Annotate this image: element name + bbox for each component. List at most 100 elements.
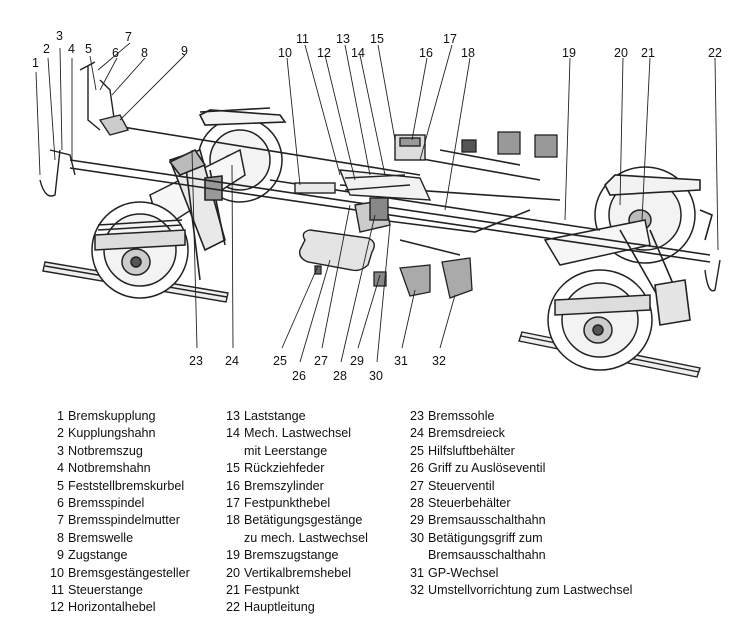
callout-5: 5 — [85, 42, 92, 56]
callout-9: 9 — [181, 44, 188, 58]
callout-7: 7 — [125, 30, 132, 44]
legend-item: 9 Zugstange — [46, 547, 190, 564]
legend-item-number: 26 — [409, 461, 424, 476]
legend-item: 30 Betätigungsgriff zum — [406, 530, 632, 547]
legend-item-number: 2 — [56, 426, 64, 441]
callout-19: 19 — [562, 46, 576, 60]
callout-18: 18 — [461, 46, 475, 60]
callout-17: 17 — [443, 32, 457, 46]
callout-20: 20 — [614, 46, 628, 60]
legend-item-number: 31 — [409, 565, 424, 580]
callout-13: 13 — [336, 32, 350, 46]
legend-item: 1 Bremskupplung — [46, 408, 190, 425]
legend-item-number: 21 — [225, 583, 240, 598]
legend-item-text: Horizontalhebel — [68, 600, 156, 615]
callout-4: 4 — [68, 42, 75, 56]
callout-21: 21 — [641, 46, 655, 60]
callout-25: 25 — [273, 354, 287, 368]
legend-item: 11 Steuerstange — [46, 582, 190, 599]
legend-item-text: Bremsspindelmutter — [68, 513, 180, 528]
callout-22: 22 — [708, 46, 722, 60]
legend-item: 17 Festpunkthebel — [222, 495, 368, 512]
callout-24: 24 — [225, 354, 239, 368]
legend-item-number: 19 — [225, 548, 240, 563]
callout-28: 28 — [333, 369, 347, 383]
callout-3: 3 — [56, 29, 63, 43]
legend-item-text: Laststange — [244, 409, 306, 423]
legend-item-text: Bremsausschalthahn — [428, 548, 546, 563]
callout-31: 31 — [394, 354, 408, 368]
legend-item-number: 30 — [409, 530, 424, 545]
legend-item-text: Bremsausschalthahn — [428, 513, 546, 528]
left-wheelset — [91, 117, 283, 299]
legend-item: mit Leerstange — [222, 443, 368, 460]
callout-11: 11 — [296, 32, 309, 46]
legend-item-number: 32 — [409, 583, 424, 598]
callout-15: 15 — [370, 32, 384, 46]
callout-32: 32 — [432, 354, 446, 368]
legend-item-text: Betätigungsgriff zum — [428, 530, 543, 545]
brake-cylinder-group — [294, 134, 432, 233]
legend-item: 16 Bremszylinder — [222, 478, 368, 495]
legend-item-text: Steuerbehälter — [428, 496, 511, 511]
callout-8: 8 — [141, 46, 148, 60]
callout-16: 16 — [419, 46, 433, 60]
legend-item-text: Bremszylinder — [244, 478, 324, 493]
legend-item-text: Festpunkthebel — [244, 496, 331, 511]
legend-item-number: 15 — [225, 461, 240, 476]
legend-item-text: Bremszugstange — [244, 548, 339, 563]
callout-2: 2 — [43, 42, 50, 56]
left-brake-rigging — [168, 107, 287, 281]
legend-item-number: 8 — [56, 530, 64, 545]
legend-item-text: Hauptleitung — [244, 600, 315, 615]
callout-12: 12 — [317, 46, 331, 60]
callout-leaders — [35, 42, 719, 363]
legend-item-number: 16 — [225, 478, 240, 493]
legend-item-number: 11 — [50, 583, 64, 598]
legend-item-text: Griff zu Auslöseventil — [428, 461, 546, 476]
callout-23: 23 — [189, 354, 203, 368]
legend-item-text: Umstellvorrichtung zum Lastwechsel — [428, 583, 633, 598]
brake-system-drawing: 1 2 3 4 5 6 7 8 9 10 11 12 13 14 15 16 1… — [32, 29, 722, 383]
legend-item-number: 5 — [56, 478, 64, 493]
legend-item-number: 1 — [56, 409, 64, 423]
legend-item-text: Steuerstange — [68, 583, 143, 598]
legend-item-text: Steuerventil — [428, 478, 495, 493]
legend-item-text: Notbremshahn — [68, 461, 151, 476]
legend-item-text: Kupplungshahn — [68, 426, 156, 441]
legend-item-text: zu mech. Lastwechsel — [244, 530, 368, 545]
legend-item-number: 10 — [49, 565, 64, 580]
legend-item-number: 9 — [56, 548, 64, 563]
callout-numbers: 1 2 3 4 5 6 7 8 9 10 11 12 13 14 15 16 1… — [32, 29, 722, 383]
legend-item: 29 Bremsausschalthahn — [406, 512, 632, 529]
legend-item-text: mit Leerstange — [244, 443, 328, 458]
legend-item-text: Zugstange — [68, 548, 128, 563]
legend-item-number — [222, 443, 240, 460]
legend-item-number: 7 — [56, 513, 64, 528]
legend-item-number: 29 — [409, 513, 424, 528]
legend-item: 19 Bremszugstange — [222, 547, 368, 564]
legend-item-number: 17 — [225, 496, 240, 511]
legend-item-text: Bremsdreieck — [428, 426, 505, 441]
legend-item-text: Hilfsluftbehälter — [428, 443, 515, 458]
legend-item-text: Bremskupplung — [68, 409, 156, 423]
legend-item-text: Festpunkt — [244, 583, 300, 598]
legend-item-number: 22 — [225, 600, 240, 615]
